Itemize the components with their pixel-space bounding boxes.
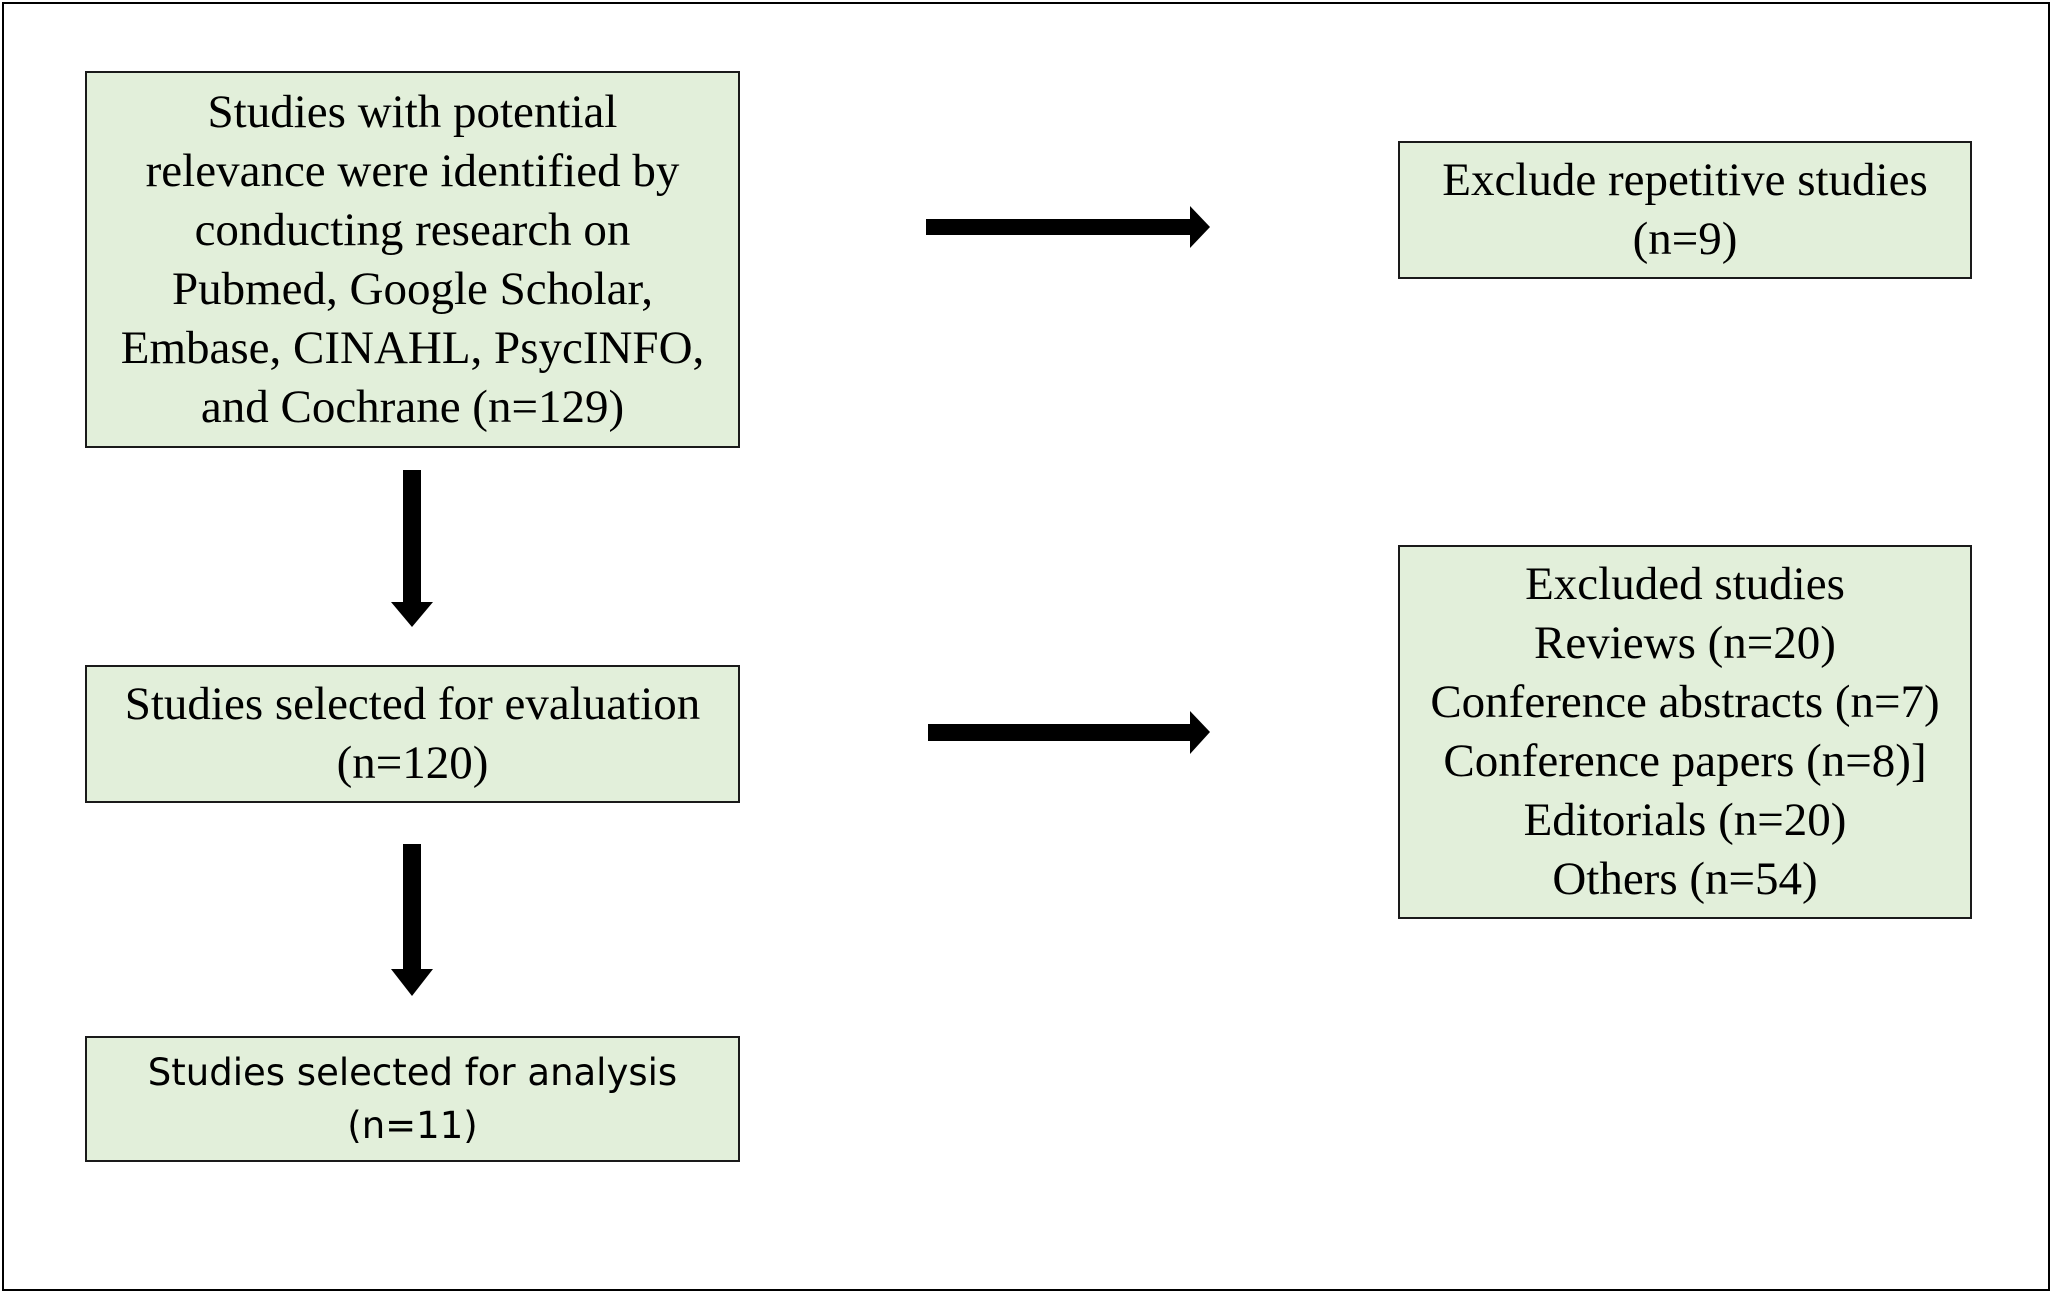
box-line: Pubmed, Google Scholar,	[171, 262, 654, 315]
box-line: Excluded studies	[1525, 558, 1845, 610]
box-line: (n=11)	[347, 1104, 478, 1147]
box-line: and Cochrane (n=129)	[200, 380, 625, 433]
box-line: Others (n=54)	[1552, 853, 1818, 905]
box-line: Studies selected for analysis	[147, 1051, 678, 1094]
box-line: (n=120)	[336, 737, 489, 789]
box-line: conducting research on	[194, 203, 631, 256]
box-line: relevance were identified by	[145, 144, 680, 197]
box-line: (n=9)	[1632, 213, 1738, 265]
repetitive-studies-box: Exclude repetitive studies (n=9)	[1398, 141, 1972, 279]
down-arrow-icon	[391, 470, 433, 627]
box-line: Exclude repetitive studies	[1442, 154, 1928, 206]
box-line: Conference papers (n=8)]	[1443, 735, 1927, 787]
excluded-studies-box: Excluded studies Reviews (n=20) Conferen…	[1398, 545, 1972, 919]
right-arrow-icon	[928, 711, 1210, 754]
identified-studies-box: Studies with potential relevance were id…	[85, 71, 740, 448]
box-line: Embase, CINAHL, PsycINFO,	[120, 321, 705, 374]
box-line: Reviews (n=20)	[1534, 617, 1836, 669]
evaluation-studies-box: Studies selected for evaluation (n=120)	[85, 665, 740, 803]
box-line: Studies with potential	[207, 85, 618, 138]
down-arrow-icon	[391, 844, 433, 996]
box-line: Conference abstracts (n=7)	[1430, 676, 1940, 728]
analysis-studies-box: Studies selected for analysis (n=11)	[85, 1036, 740, 1162]
box-line: Studies selected for evaluation	[124, 678, 701, 730]
right-arrow-icon	[926, 206, 1210, 248]
box-line: Editorials (n=20)	[1523, 794, 1847, 846]
